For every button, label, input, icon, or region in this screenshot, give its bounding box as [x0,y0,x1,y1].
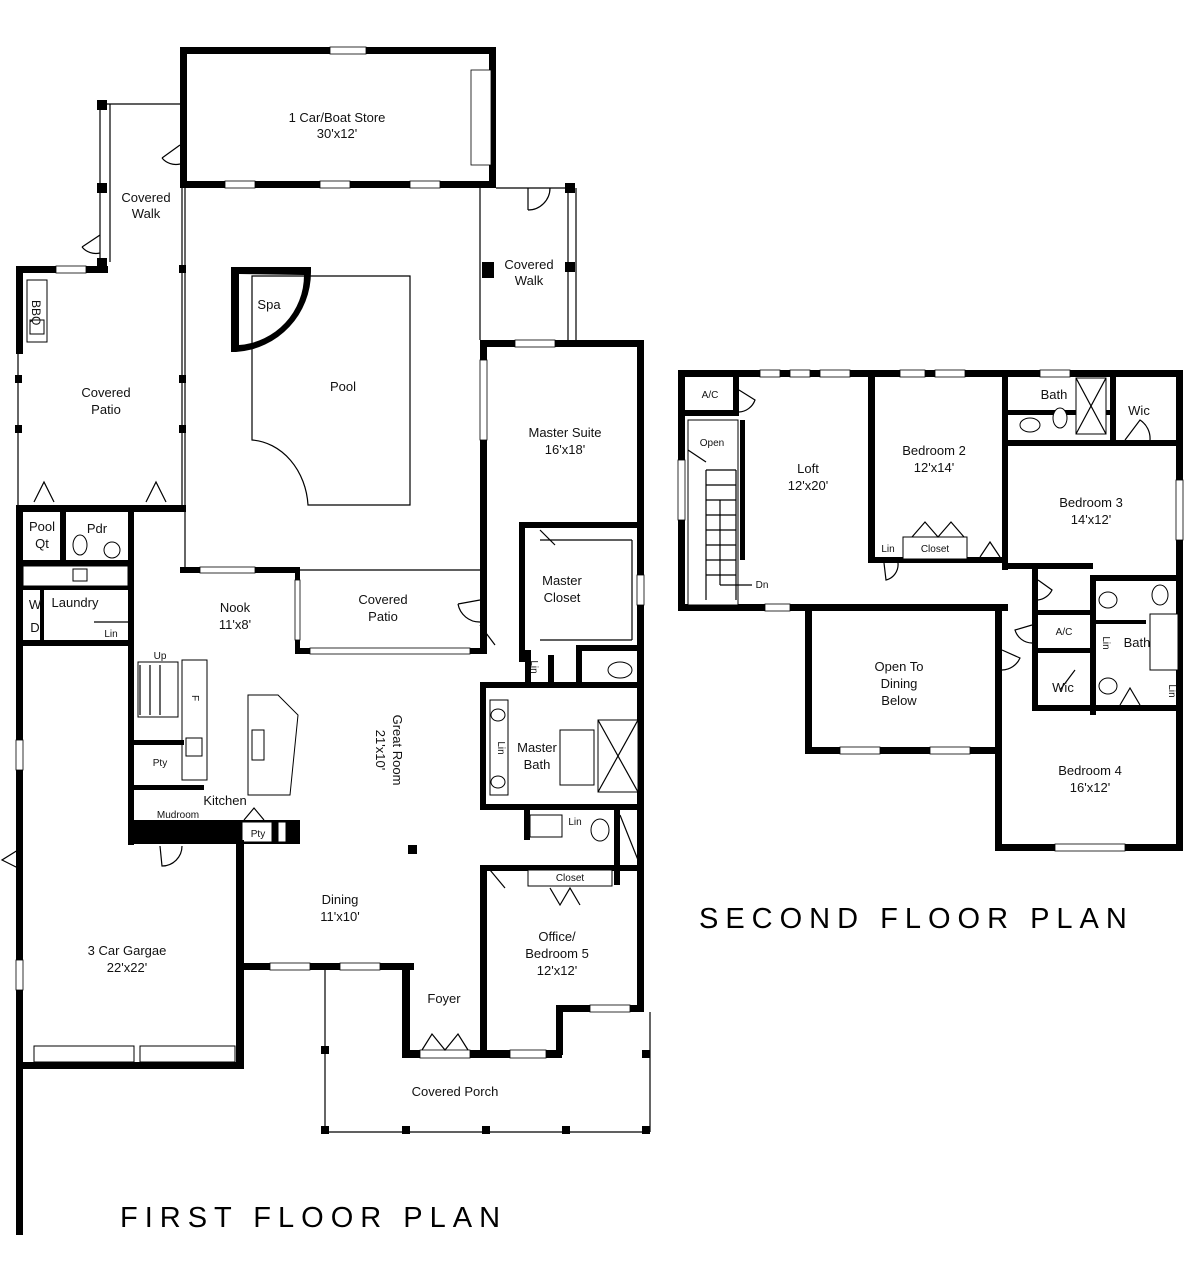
center-covered-patio-line2: Patio [368,609,398,624]
nook-dim: 11'x8' [219,617,251,632]
master-suite-walls [479,339,645,900]
second-floor-labels: A/C Open Loft 12'x20' Dn Bedroom 2 12'x1… [700,387,1177,795]
foyer-label: Foyer [427,991,461,1006]
office-line2: Bedroom 5 [525,946,589,961]
nook-and-center-patio [180,566,487,655]
covered-porch-structure [321,970,651,1134]
dining-name: Dining [322,892,359,907]
bedroom4-dim: 16'x12' [1070,780,1110,795]
great-room-name: Great Room [390,715,405,786]
master-suite-dim: 16'x18' [545,442,585,457]
bedroom2-name: Bedroom 2 [902,443,966,458]
stairs-up-label: Up [154,651,167,662]
stairs-down-label: Dn [756,580,769,591]
laundry-lin-label: Lin [104,629,117,640]
boat-store-name: 1 Car/Boat Store [289,110,386,125]
left-covered-patio-line2: Patio [91,402,121,417]
right-covered-walk-line1: Covered [504,257,553,272]
counter-pantry-label: Pty [251,829,265,840]
second-floor-plan: A/C Open Loft 12'x20' Dn Bedroom 2 12'x1… [677,369,1184,935]
closet-label: Closet [921,544,950,555]
bedroom2-dim: 12'x14' [914,460,954,475]
open-stair-label: Open [700,438,724,449]
left-covered-walk-line2: Walk [132,206,161,221]
kitchen-structure [130,659,300,867]
great-room-dim: 21'x10' [373,730,388,770]
loft-name: Loft [797,461,819,476]
boat-store-dim: 30'x12' [317,126,357,141]
lin-3-label: Lin [1166,684,1177,697]
open-to-dining-line1: Open To [875,659,924,674]
wic-1-label: Wic [1128,403,1150,418]
garage-dining-foyer-walls [16,840,562,1069]
first-floor-plan: 1 Car/Boat Store 30'x12' Covered Walk Co… [0,46,651,1235]
right-covered-walk-structure [482,183,577,340]
master-suite-name: Master Suite [529,425,602,440]
mudroom-label: Mudroom [157,810,199,821]
office-structure [480,810,644,1055]
office-dim: 12'x12' [537,963,577,978]
dryer-label: D [30,620,39,635]
master-bath-line2: Bath [524,757,551,772]
lin-2-label: Lin [1100,636,1111,649]
small-pantry-label: Pty [153,758,167,769]
open-to-dining-line3: Below [881,693,917,708]
center-covered-patio-line1: Covered [358,592,407,607]
laundry-label: Laundry [52,595,99,610]
bath-1-label: Bath [1041,387,1068,402]
spa-label: Spa [257,297,281,312]
wic-2-label: Wic [1052,680,1074,695]
garage-dim: 22'x22' [107,960,147,975]
hall-bath-lin-label: Lin [568,817,581,828]
bath-2-label: Bath [1124,635,1151,650]
kitchen-label: Kitchen [203,793,246,808]
master-closet-line2: Closet [544,590,581,605]
right-covered-walk-line2: Walk [515,273,544,288]
pool-label: Pool [330,379,356,394]
bedroom4-name: Bedroom 4 [1058,763,1122,778]
bedroom3-name: Bedroom 3 [1059,495,1123,510]
fridge-label: F [189,695,200,701]
boat-store-walls [161,46,496,189]
lin-1-label: Lin [881,544,894,555]
first-floor-labels: 1 Car/Boat Store 30'x12' Covered Walk Co… [29,110,602,1099]
left-covered-patio-structure [15,187,186,505]
service-rooms-walls [0,505,186,1235]
office-closet-label: Closet [556,873,585,884]
master-lin-1-label: Lin [528,660,539,673]
office-line1: Office/ [538,929,576,944]
covered-porch-label: Covered Porch [412,1084,499,1099]
loft-dim: 12'x20' [788,478,828,493]
open-to-dining-line2: Dining [881,676,918,691]
second-floor-title: SECOND FLOOR PLAN [699,903,1134,935]
second-floor-walls [677,369,1184,852]
nook-name: Nook [220,600,251,615]
pool-qt-line2: Qt [35,536,49,551]
pool-qt-line1: Pool [29,519,55,534]
master-bath-structure [480,645,644,810]
first-floor-title: FIRST FLOOR PLAN [120,1202,507,1234]
dining-dim: 11'x10' [320,909,359,924]
master-lin-2-label: Lin [495,741,506,754]
garage-name: 3 Car Gargae [88,943,167,958]
left-covered-walk-structure [81,100,180,270]
ac-1-label: A/C [702,390,719,401]
left-covered-patio-line1: Covered [81,385,130,400]
ac-2-label: A/C [1056,627,1073,638]
left-covered-walk-line1: Covered [121,190,170,205]
bbq-label: BBQ [29,300,43,325]
master-bath-line1: Master [517,740,557,755]
master-closet-line1: Master [542,573,582,588]
washer-label: W [29,597,42,612]
pdr-label: Pdr [87,521,108,536]
bedroom3-dim: 14'x12' [1071,512,1111,527]
